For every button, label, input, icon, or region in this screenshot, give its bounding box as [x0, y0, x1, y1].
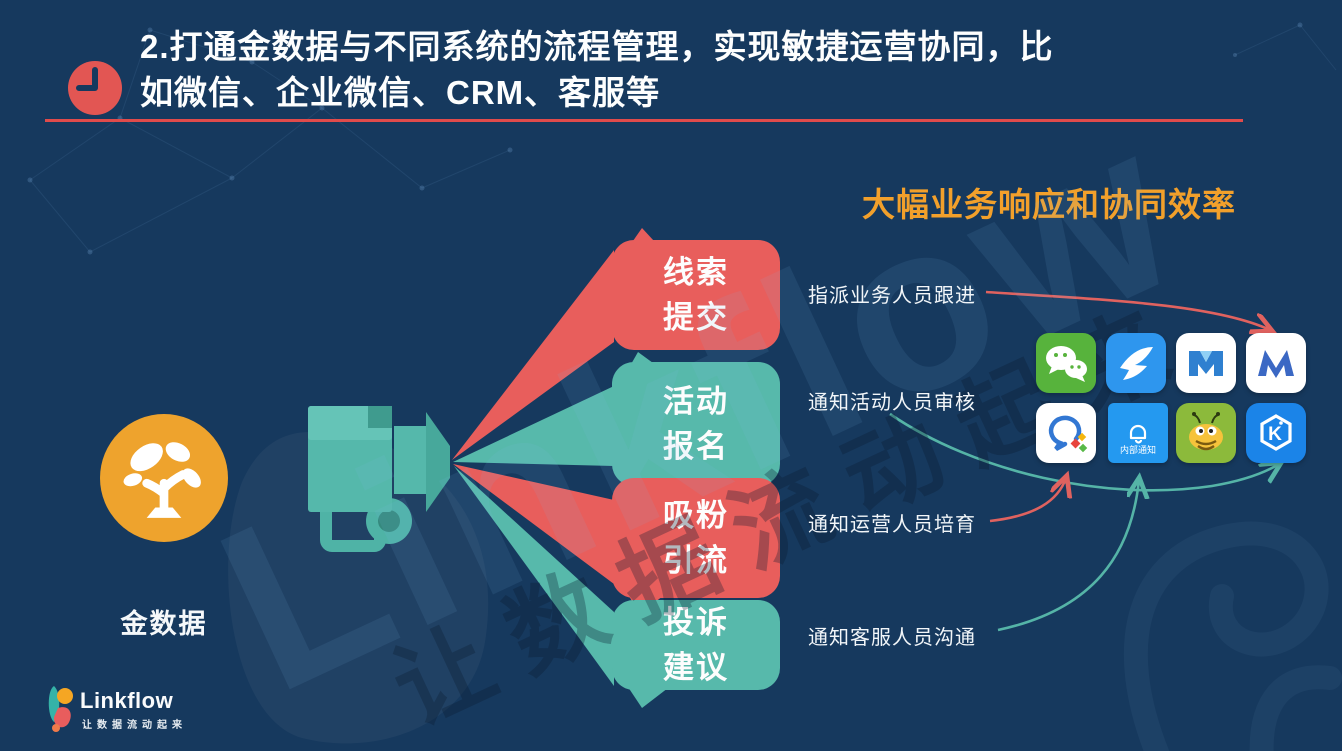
wechat-icon [1036, 333, 1096, 393]
internal-notice-icon: 内部通知 [1108, 403, 1168, 463]
funnel-text: 吸粉 [663, 498, 729, 533]
flow-label-notify-support: 通知客服人员沟通 [808, 627, 976, 649]
title-line-2: 如微信、企业微信、CRM、客服等 [140, 74, 661, 111]
funnel-lead-submit: 线索 提交 [612, 240, 780, 350]
funnel-text: 报名 [663, 429, 729, 464]
leaf-glow-shape [228, 432, 489, 744]
funnel-fan-acquisition: 吸粉 引流 [612, 478, 780, 598]
ghost-logo-curves [1123, 521, 1342, 751]
funnel-text: 提交 [663, 300, 729, 335]
jinshuju-logo-icon [100, 414, 228, 542]
projector-beams [452, 228, 668, 708]
flow-label-notify-event-staff: 通知活动人员审核 [808, 392, 976, 414]
kf5-icon: K [1246, 403, 1306, 463]
funnel-event-signup: 活动 报名 [612, 362, 780, 486]
title-underline [45, 119, 1243, 122]
linkflow-logo-text: Linkflow [80, 688, 174, 713]
flow-label-notify-operations: 通知运营人员培育 [808, 514, 976, 536]
page-title: 2.打通金数据与不同系统的流程管理，实现敏捷运营协同，比 如微信、企业微信、CR… [140, 24, 1250, 116]
title-line-1: 2.打通金数据与不同系统的流程管理，实现敏捷运营协同，比 [140, 28, 1054, 65]
flow-label-assign-sales: 指派业务人员跟进 [808, 285, 976, 307]
connector-arrows [889, 290, 1279, 632]
funnel-text: 活动 [663, 384, 729, 419]
dingtalk-icon [1106, 333, 1166, 393]
clock-icon [68, 61, 122, 115]
internal-notice-label: 内部通知 [1120, 444, 1156, 455]
crm-m-icon [1246, 333, 1306, 393]
bee-service-icon [1176, 403, 1236, 463]
source-label: 金数据 [120, 609, 208, 639]
funnel-text: 引流 [663, 543, 729, 578]
funnel-text: 投诉 [663, 605, 729, 640]
mingdao-mail-icon [1176, 333, 1236, 393]
benefit-heading: 大幅业务响应和协同效率 [862, 186, 1236, 223]
funnel-text: 建议 [663, 650, 729, 685]
funnel-complaint-suggestion: 投诉 建议 [612, 600, 780, 690]
svg-text:K: K [1268, 424, 1282, 445]
linkflow-logo-icon [44, 684, 74, 732]
linkflow-tagline: 让数据流动起来 [82, 720, 187, 731]
funnel-text: 线索 [663, 255, 729, 290]
projector-icon [308, 406, 450, 552]
wecom-icon [1036, 403, 1096, 463]
